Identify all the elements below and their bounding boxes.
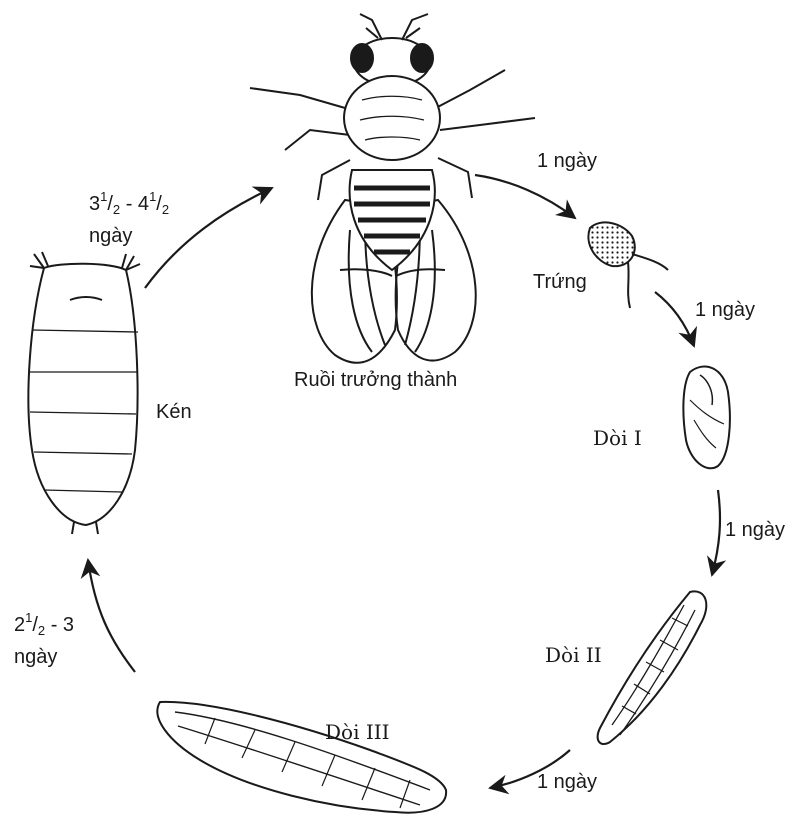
pupa-illustration bbox=[28, 252, 140, 534]
arrow-larva1-to-larva2 bbox=[712, 490, 720, 575]
duration-unit: ngày bbox=[89, 225, 132, 247]
label-larva-1: Dòi I bbox=[593, 428, 642, 448]
label-egg: Trứng bbox=[533, 272, 587, 292]
larva-3-illustration bbox=[157, 702, 446, 813]
duration-unit: ngày bbox=[14, 646, 57, 668]
duration-egg-to-larva1: 1 ngày bbox=[695, 300, 755, 320]
duration-mid: - 4 bbox=[120, 193, 149, 215]
label-larva-2: Dòi II bbox=[545, 645, 602, 665]
label-larva-3: Dòi III bbox=[325, 722, 390, 742]
fraction-b-denominator: 2 bbox=[162, 202, 169, 217]
fraction-whole: 2 bbox=[14, 614, 25, 636]
arrow-egg-to-larva1 bbox=[655, 292, 694, 346]
fraction-a-numerator: 1 bbox=[100, 189, 107, 204]
label-adult: Ruồi trưởng thành bbox=[294, 370, 457, 390]
egg-illustration bbox=[588, 222, 668, 308]
duration-larva3-to-pupa: 21/2 - 3 ngày bbox=[14, 605, 74, 670]
duration-pupa-to-adult: 31/2 - 41/2 ngày bbox=[89, 184, 169, 249]
larva-2-illustration bbox=[598, 591, 707, 744]
adult-fly-illustration bbox=[250, 14, 535, 363]
duration-adult-to-egg: 1 ngày bbox=[537, 151, 597, 171]
duration-larva2-to-larva3: 1 ngày bbox=[537, 772, 597, 792]
arrow-larva3-to-pupa bbox=[88, 560, 135, 672]
arrow-adult-to-egg bbox=[475, 175, 575, 218]
fraction-a-whole: 3 bbox=[89, 193, 100, 215]
larva-1-illustration bbox=[683, 366, 729, 468]
duration-rest: - 3 bbox=[45, 614, 74, 636]
duration-larva1-to-larva2: 1 ngày bbox=[725, 520, 785, 540]
label-pupa: Kén bbox=[156, 402, 192, 422]
fraction-b-numerator: 1 bbox=[149, 189, 156, 204]
fraction-numerator: 1 bbox=[25, 610, 32, 625]
